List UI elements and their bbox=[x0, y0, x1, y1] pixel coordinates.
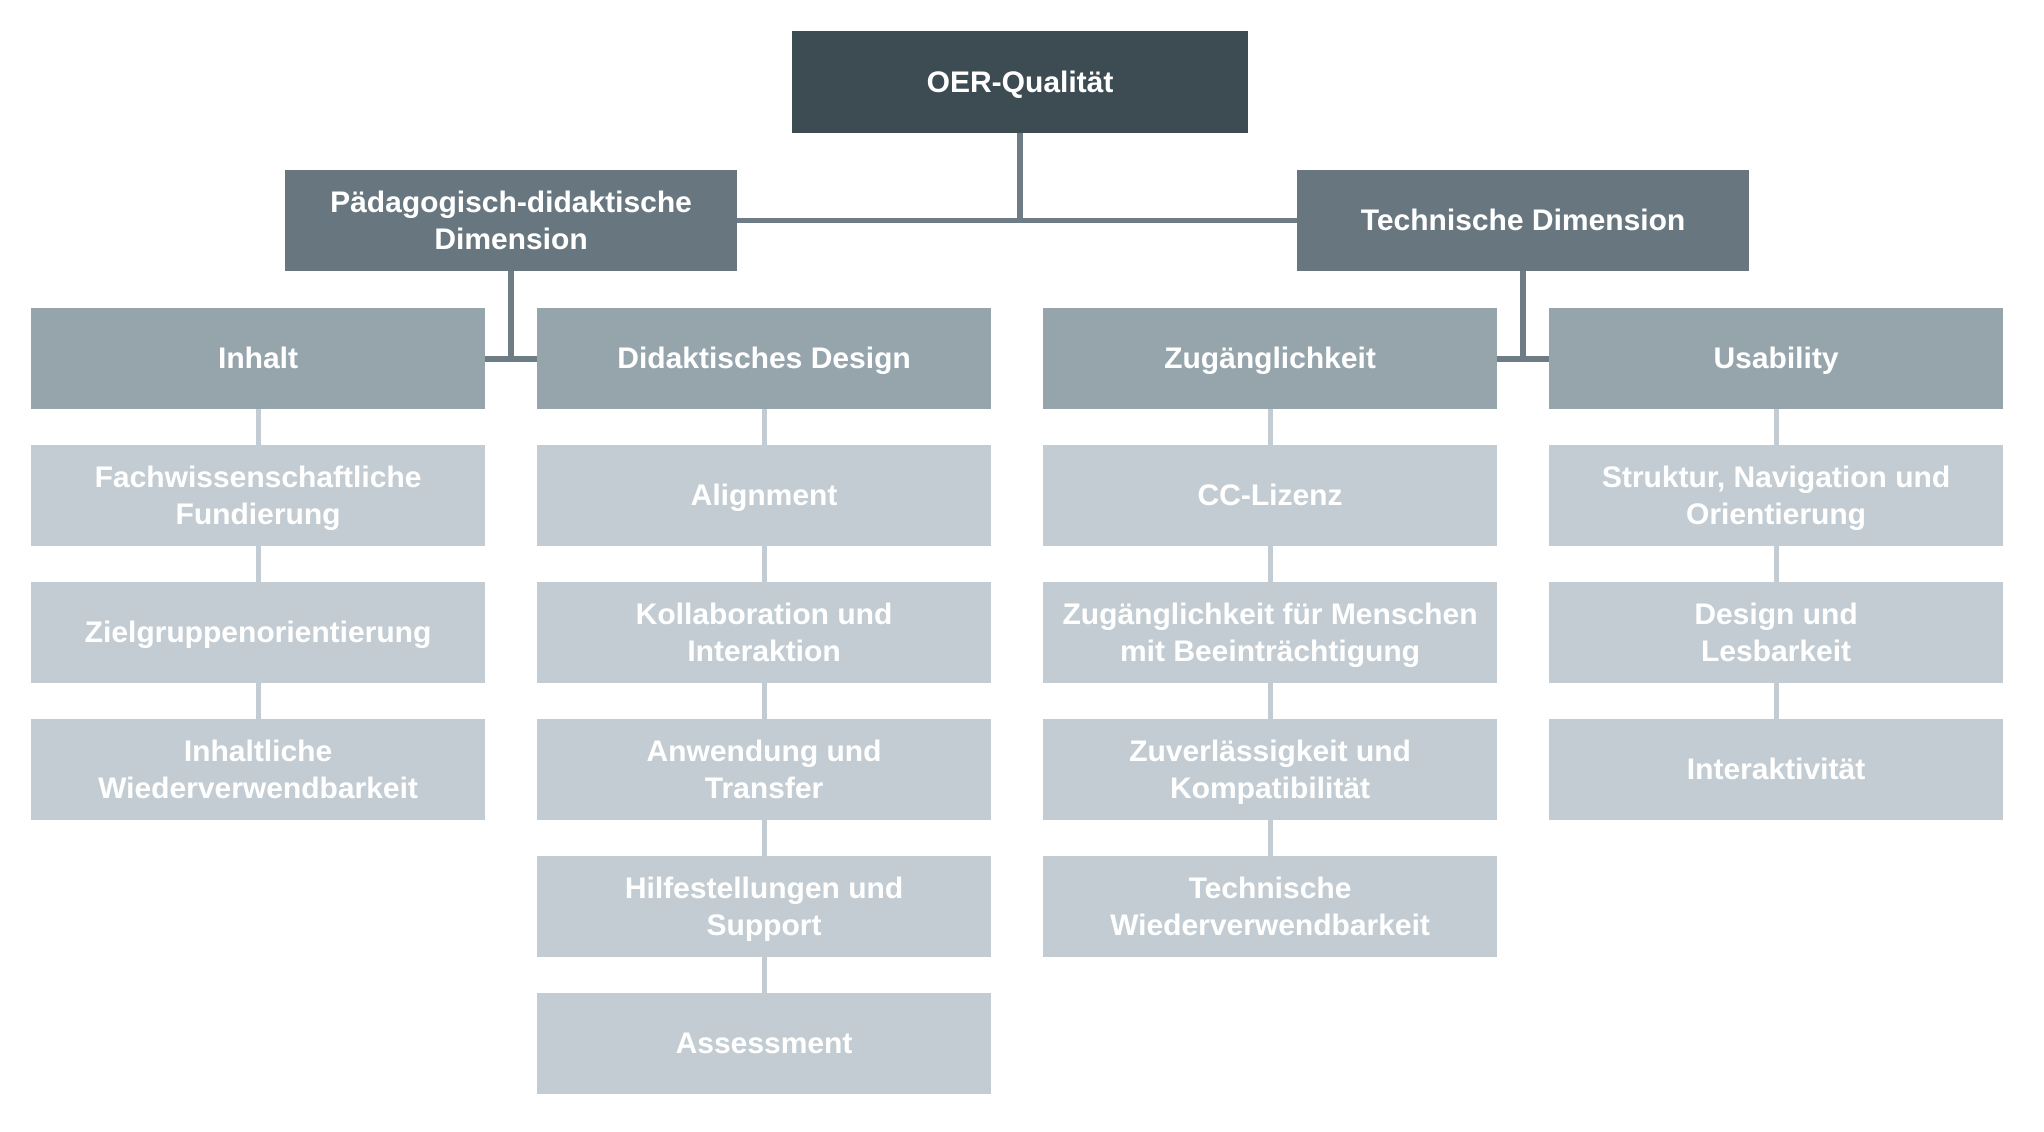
connector-col4-stub-1 bbox=[1774, 546, 1779, 582]
root-box-oer-qualitaet: OER-Qualität bbox=[792, 31, 1248, 133]
connector-col3-stub-2 bbox=[1268, 683, 1273, 719]
item-box-zuverlaessigkeit-und-kompatibilitaet: Zuverlässigkeit und Kompatibilität bbox=[1043, 719, 1497, 820]
category-box-zugaenglichkeit: Zugänglichkeit bbox=[1043, 308, 1497, 409]
connector-col4-stub-2 bbox=[1774, 683, 1779, 719]
connector-dimension2-horizontal bbox=[1497, 356, 1549, 362]
item-box-zugaenglichkeit-fuer-menschen: Zugänglichkeit für Menschen mit Beeinträ… bbox=[1043, 582, 1497, 683]
item-box-inhaltliche-wiederverwendbarkeit: Inhaltliche Wiederverwendbarkeit bbox=[31, 719, 485, 820]
connector-col2-stub-1 bbox=[762, 546, 767, 582]
connector-col4-stub-0 bbox=[1774, 409, 1779, 445]
connector-col1-stub-0 bbox=[256, 409, 261, 445]
connector-col2-stub-0 bbox=[762, 409, 767, 445]
connector-root-vertical bbox=[1017, 133, 1023, 223]
connector-dimension1-horizontal bbox=[485, 356, 537, 362]
item-box-interaktivitaet: Interaktivität bbox=[1549, 719, 2003, 820]
item-box-hilfestellungen-und-support: Hilfestellungen und Support bbox=[537, 856, 991, 957]
item-box-cc-lizenz: CC-Lizenz bbox=[1043, 445, 1497, 546]
dimension-box-technisch: Technische Dimension bbox=[1297, 170, 1749, 271]
dimension-box-paedagogisch-didaktisch: Pädagogisch-didaktische Dimension bbox=[285, 170, 737, 271]
item-box-zielgruppenorientierung: Zielgruppenorientierung bbox=[31, 582, 485, 683]
item-box-fachwissenschaftliche-fundierung: Fachwissenschaftliche Fundierung bbox=[31, 445, 485, 546]
connector-root-horizontal bbox=[737, 218, 1297, 223]
connector-dimension1-vertical bbox=[508, 271, 514, 362]
item-box-design-und-lesbarkeit: Design und Lesbarkeit bbox=[1549, 582, 2003, 683]
connector-col2-stub-4 bbox=[762, 957, 767, 993]
connector-col3-stub-3 bbox=[1268, 820, 1273, 856]
item-box-anwendung-und-transfer: Anwendung und Transfer bbox=[537, 719, 991, 820]
item-box-assessment: Assessment bbox=[537, 993, 991, 1094]
category-box-usability: Usability bbox=[1549, 308, 2003, 409]
connector-col2-stub-3 bbox=[762, 820, 767, 856]
connector-col3-stub-1 bbox=[1268, 546, 1273, 582]
connector-col1-stub-1 bbox=[256, 546, 261, 582]
connector-col1-stub-2 bbox=[256, 683, 261, 719]
connector-dimension2-vertical bbox=[1520, 271, 1526, 362]
item-box-technische-wiederverwendbarkeit: Technische Wiederverwendbarkeit bbox=[1043, 856, 1497, 957]
item-box-alignment: Alignment bbox=[537, 445, 991, 546]
connector-col3-stub-0 bbox=[1268, 409, 1273, 445]
item-box-kollaboration-und-interaktion: Kollaboration und Interaktion bbox=[537, 582, 991, 683]
item-box-struktur-navigation-orientierung: Struktur, Navigation und Orientierung bbox=[1549, 445, 2003, 546]
category-box-didaktisches-design: Didaktisches Design bbox=[537, 308, 991, 409]
connector-col2-stub-2 bbox=[762, 683, 767, 719]
category-box-inhalt: Inhalt bbox=[31, 308, 485, 409]
